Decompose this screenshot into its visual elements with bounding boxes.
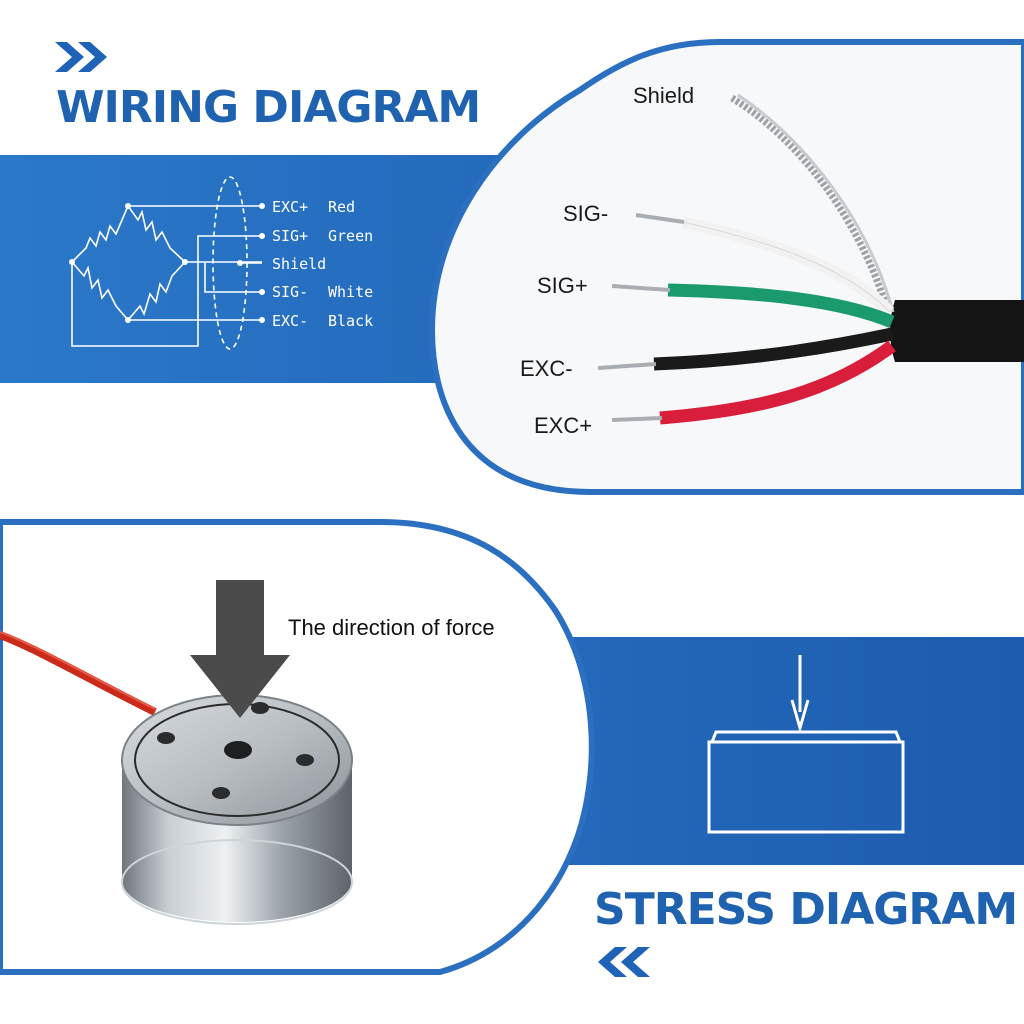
sig-plus-strands bbox=[611, 284, 671, 292]
exc-minus-strands bbox=[597, 362, 657, 370]
exc-plus-strands bbox=[611, 416, 663, 422]
double-chevron-left-icon bbox=[598, 947, 650, 977]
stress-load-plate bbox=[710, 730, 902, 743]
resistor-3 bbox=[71, 261, 129, 321]
photo-label-exc-plus: EXC+ bbox=[534, 413, 592, 438]
schematic-signal-sig-minus: SIG- bbox=[272, 283, 308, 301]
stress-schematic bbox=[707, 655, 905, 834]
load-cell-photo bbox=[0, 580, 353, 925]
photo-label-sig-minus: SIG- bbox=[563, 201, 608, 226]
cable-photo-frame bbox=[428, 39, 1024, 495]
sig-plus-green-wire bbox=[667, 283, 895, 328]
force-direction-label: The direction of force bbox=[288, 615, 495, 640]
schematic-color-red: Red bbox=[328, 198, 355, 216]
exc-plus-red-wire bbox=[659, 340, 896, 425]
resistor-1 bbox=[71, 205, 129, 263]
center-hole bbox=[224, 741, 252, 759]
exc-minus-black-wire bbox=[653, 327, 894, 371]
photo-label-sig-plus: SIG+ bbox=[537, 273, 588, 298]
schematic-nodes bbox=[69, 203, 265, 323]
schematic-color-green: Green bbox=[328, 227, 373, 245]
resistor-2 bbox=[127, 205, 186, 263]
schematic-color-black: Black bbox=[328, 312, 373, 330]
stress-diagram-title: STRESS DIAGRAM bbox=[594, 884, 1018, 935]
wiring-diagram-title: WIRING DIAGRAM bbox=[56, 82, 481, 133]
schematic-signal-exc-minus: EXC- bbox=[272, 312, 308, 330]
shield-braid bbox=[730, 95, 892, 314]
schematic-signal-sig-plus: SIG+ bbox=[272, 227, 308, 245]
force-arrow-icon bbox=[190, 580, 290, 718]
schematic-label-list: EXC+ Red SIG+ Green Shield SIG- White EX… bbox=[272, 198, 373, 330]
photo-label-shield: Shield bbox=[633, 83, 694, 108]
photo-label-exc-minus: EXC- bbox=[520, 356, 573, 381]
sig-minus-strands bbox=[635, 213, 685, 224]
double-chevron-right-icon bbox=[55, 42, 107, 72]
schematic-signal-exc-plus: EXC+ bbox=[272, 198, 308, 216]
schematic-color-white: White bbox=[328, 283, 373, 301]
stress-load-cell-block bbox=[707, 740, 905, 834]
cable-jacket bbox=[890, 300, 1024, 362]
schematic-signal-shield: Shield bbox=[272, 255, 326, 273]
photo-label-list: Shield SIG- SIG+ EXC- EXC+ bbox=[520, 83, 694, 438]
resistor-4 bbox=[127, 261, 186, 321]
cable-photo bbox=[597, 93, 1024, 425]
load-cell-cable bbox=[0, 631, 157, 716]
load-cell-top bbox=[121, 694, 353, 826]
